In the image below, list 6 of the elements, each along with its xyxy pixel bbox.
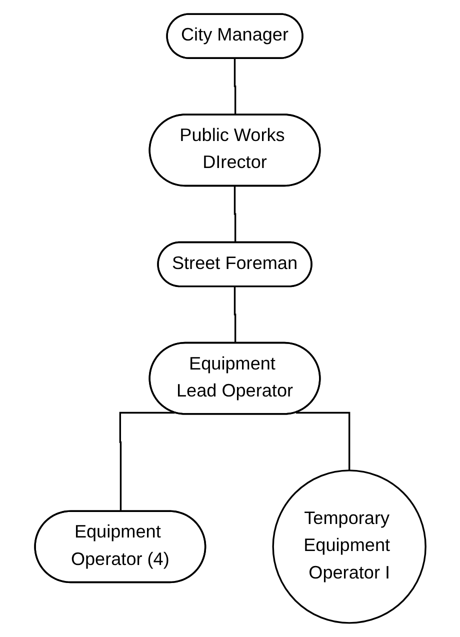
node-circle: Temporary Equipment Operator I (272, 470, 426, 624)
connector (234, 58, 236, 116)
connector (234, 185, 236, 243)
connector (119, 412, 174, 512)
connector (296, 412, 350, 470)
connector (234, 286, 236, 344)
